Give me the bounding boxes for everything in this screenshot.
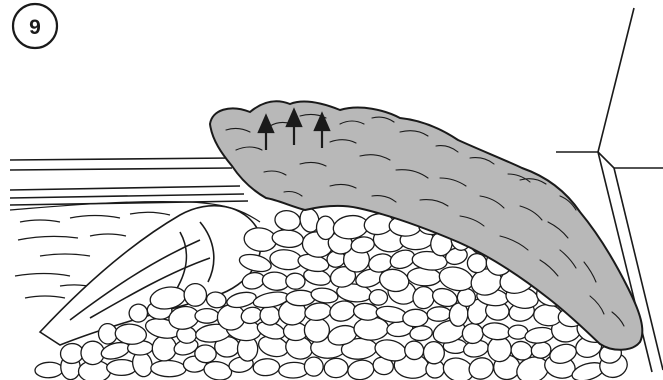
tank-back-wall-line2 xyxy=(10,168,232,170)
step-badge: 9 xyxy=(13,4,57,48)
pebble xyxy=(467,253,487,273)
step-number: 9 xyxy=(29,16,41,39)
tank-back-wall-line3 xyxy=(10,186,240,190)
pebble xyxy=(524,326,555,345)
pebble xyxy=(316,216,335,240)
pebble xyxy=(324,358,349,378)
tank-corner-edge xyxy=(598,8,634,152)
pebble xyxy=(427,306,451,321)
pebble xyxy=(35,362,64,379)
pebble xyxy=(285,273,305,290)
pebble xyxy=(151,360,187,377)
pebble xyxy=(481,321,511,341)
pebble xyxy=(253,358,280,377)
tank-back-wall-line4 xyxy=(10,194,244,198)
pebble xyxy=(273,209,301,232)
pebble xyxy=(286,290,315,306)
pebble xyxy=(271,228,304,248)
tank-back-wall-top xyxy=(10,158,232,160)
pebble xyxy=(195,309,219,324)
pebble xyxy=(310,286,339,304)
pebble xyxy=(346,358,375,380)
pebble xyxy=(304,318,329,342)
pebble xyxy=(369,290,387,306)
pebble xyxy=(403,309,429,327)
